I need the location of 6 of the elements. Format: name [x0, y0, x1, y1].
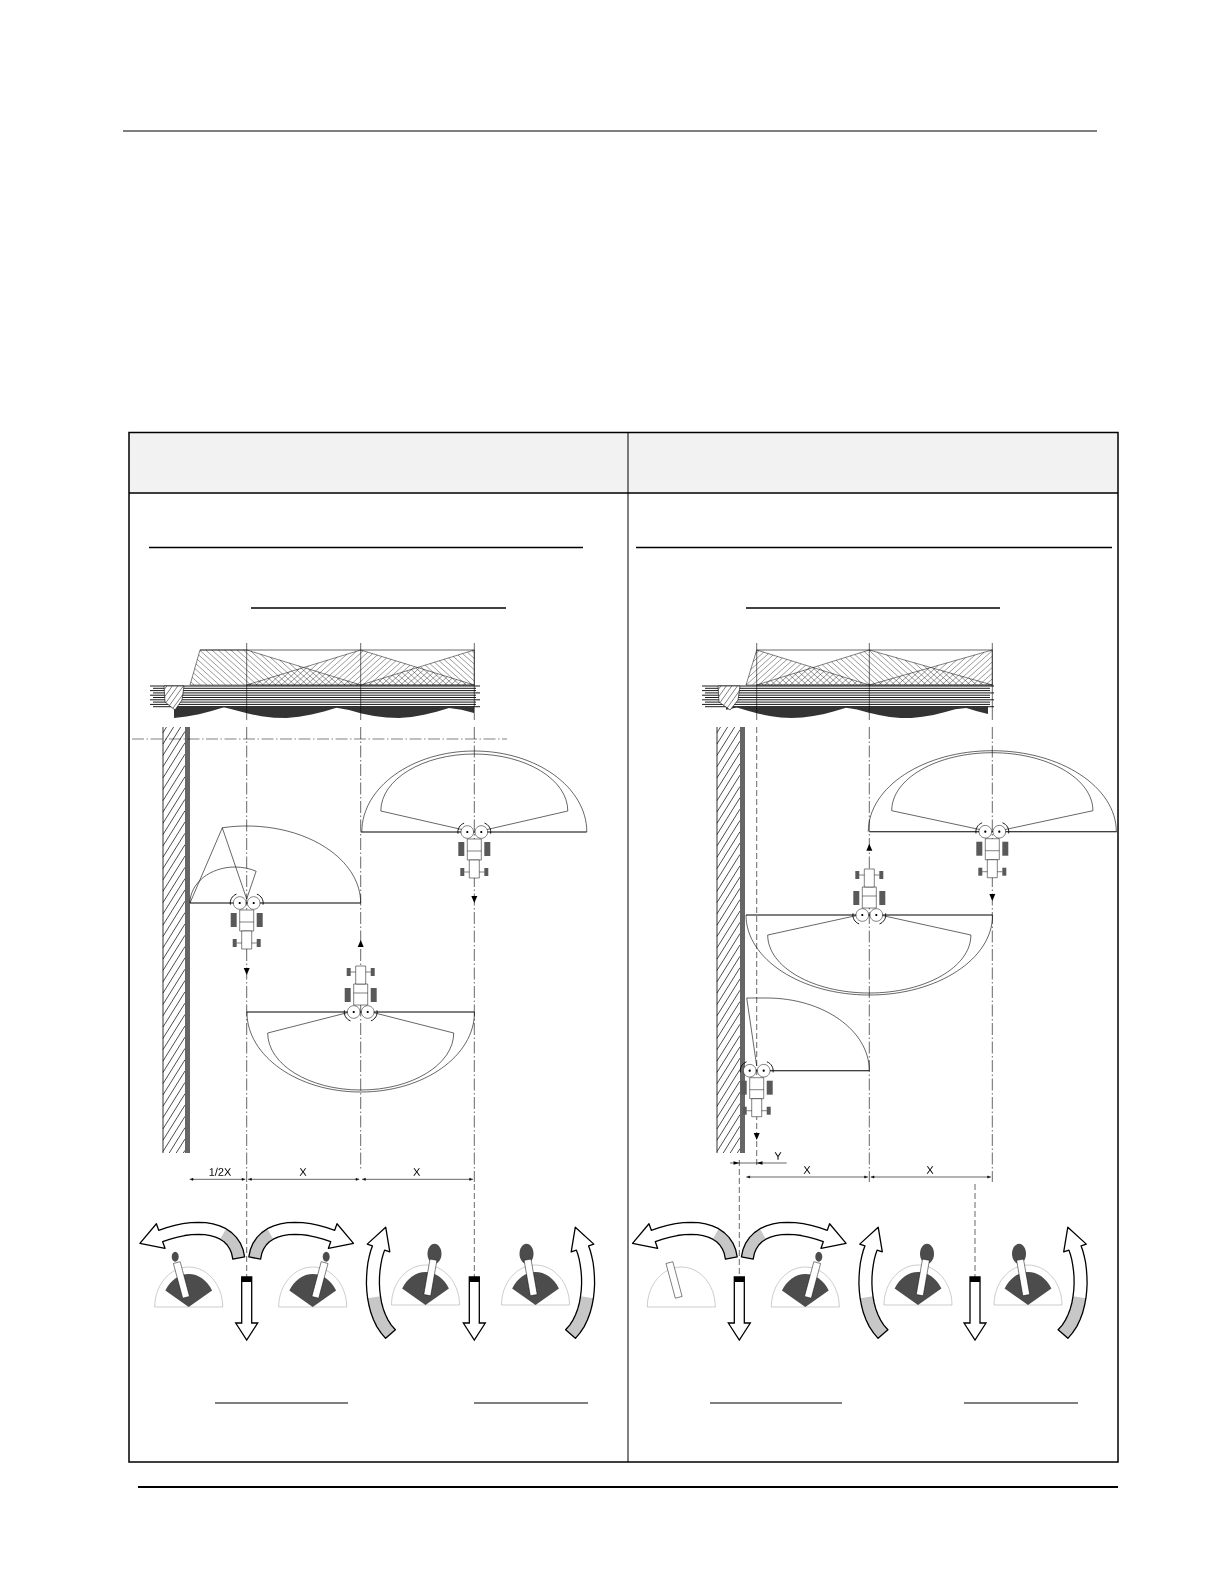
dimension-label: X	[299, 1168, 307, 1176]
dimension-label: 1/2X	[209, 1167, 232, 1176]
dimension-label: X	[803, 1166, 811, 1174]
dimension-label: X	[413, 1168, 421, 1176]
dimension-label: X	[926, 1166, 934, 1174]
dimension-label: Y	[774, 1152, 782, 1160]
